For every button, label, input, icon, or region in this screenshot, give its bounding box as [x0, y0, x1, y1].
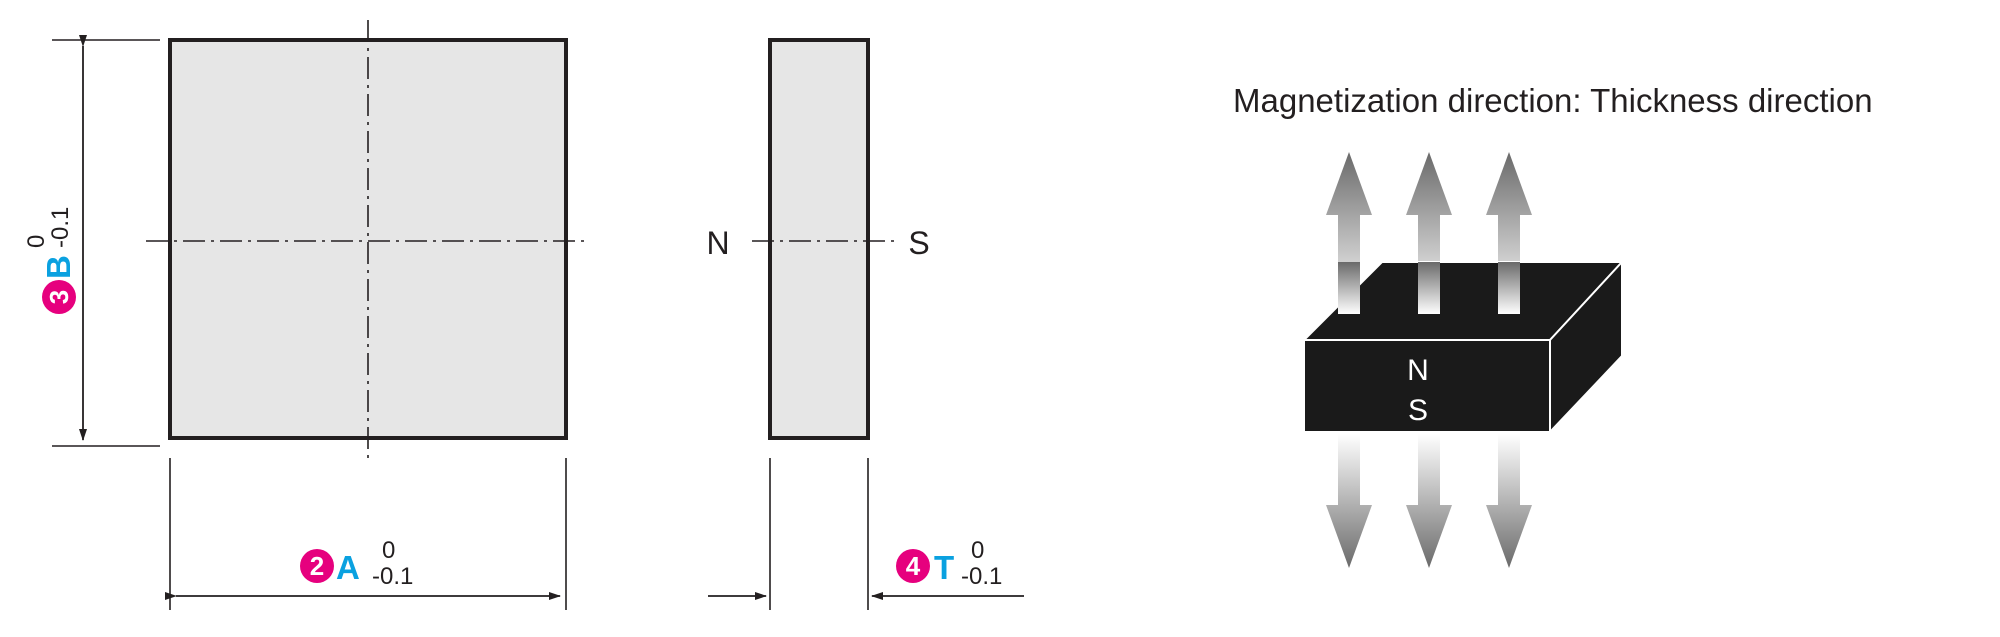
width-tol-upper: 0: [382, 537, 395, 564]
side-pole-s: S: [908, 225, 929, 261]
magnetization-caption: Magnetization direction: Thickness direc…: [1233, 82, 1873, 119]
flux-arrow-up-icon: [1326, 152, 1372, 313]
height-tol-lower: -0.1: [47, 207, 74, 248]
width-dimension-label: 2 A 0 -0.1: [300, 537, 413, 590]
flux-arrow-up-icon: [1486, 152, 1532, 313]
side-face: [768, 38, 870, 440]
height-dimension-label: 3 B 0 -0.1: [23, 207, 77, 314]
flux-arrow-shaft: [1498, 262, 1520, 314]
magnet-pole-n: N: [1407, 354, 1429, 387]
height-symbol: B: [40, 255, 77, 279]
flux-arrow-down-icon: [1486, 434, 1532, 568]
front-view: 3 B 0 -0.1 2 A 0 -0.1: [23, 20, 590, 610]
flux-arrow-down-icon: [1406, 434, 1452, 568]
magnet-pole-s: S: [1408, 394, 1428, 427]
thickness-symbol: T: [934, 549, 954, 586]
width-symbol: A: [336, 549, 360, 586]
badge-4-number: 4: [906, 551, 921, 581]
flux-arrow-up-icon: [1406, 152, 1452, 313]
thickness-tol-lower: -0.1: [961, 563, 1002, 590]
magnet-illustration: Magnetization direction: Thickness direc…: [1233, 82, 1873, 568]
badge-2: [300, 549, 334, 583]
magnet-block-front: [1303, 339, 1551, 433]
width-tol-lower: -0.1: [372, 563, 413, 590]
thickness-tol-upper: 0: [971, 537, 984, 564]
flux-arrow-down-icon: [1326, 434, 1372, 568]
flux-arrow-shaft: [1418, 262, 1440, 314]
badge-3-number: 3: [44, 290, 74, 304]
height-tol-upper: 0: [23, 235, 50, 248]
badge-2-number: 2: [310, 551, 324, 581]
thickness-dimension-label: 4 T 0 -0.1: [896, 537, 1002, 590]
badge-3: [42, 280, 76, 314]
side-pole-n: N: [706, 225, 729, 261]
badge-4: [896, 549, 930, 583]
flux-arrow-shaft: [1338, 262, 1360, 314]
side-view: N S 4 T 0 -0.1: [706, 38, 1024, 610]
